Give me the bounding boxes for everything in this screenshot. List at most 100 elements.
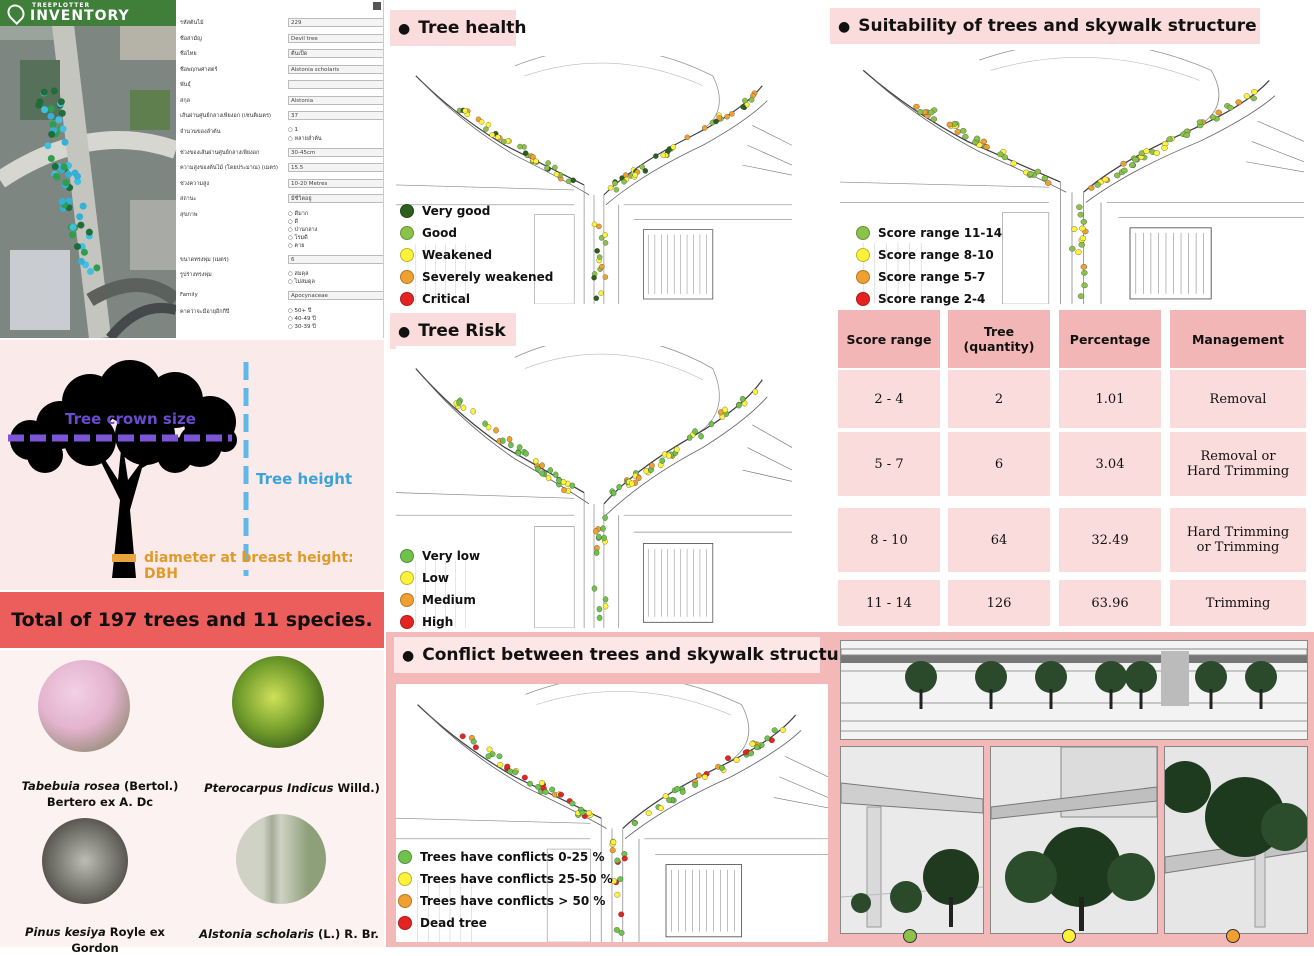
satellite-map[interactable]: TREEPLOTTER INVENTORY	[0, 0, 176, 338]
radio-option[interactable]: ○ หลายลำต้น	[288, 135, 322, 142]
tree-marker[interactable]	[616, 483, 622, 491]
tree-marker[interactable]	[748, 97, 755, 103]
minimize-icon[interactable]	[373, 2, 381, 10]
tree-marker[interactable]	[598, 290, 604, 296]
tree-marker[interactable]	[1079, 235, 1087, 242]
tree-marker[interactable]	[927, 109, 935, 116]
tree-marker[interactable]	[507, 768, 514, 775]
tree-marker[interactable]	[1077, 211, 1084, 218]
tree-marker[interactable]	[609, 847, 616, 854]
tree-marker[interactable]	[1044, 180, 1052, 186]
tree-marker[interactable]	[708, 420, 715, 428]
satellite-tree-marker[interactable]	[73, 243, 81, 251]
tree-marker[interactable]	[621, 855, 628, 862]
tree-marker[interactable]	[1209, 114, 1217, 120]
tree-marker[interactable]	[670, 144, 677, 150]
tree-marker[interactable]	[946, 121, 954, 128]
tree-marker[interactable]	[591, 585, 598, 592]
satellite-tree-marker[interactable]	[86, 267, 94, 275]
tree-marker[interactable]	[1077, 293, 1085, 299]
tree-marker[interactable]	[586, 810, 592, 816]
tree-marker[interactable]	[485, 122, 492, 128]
tree-marker[interactable]	[1078, 241, 1085, 248]
radio-option[interactable]: ○ 50+ ปี	[288, 307, 312, 314]
tree-marker[interactable]	[535, 465, 541, 472]
field-input[interactable]: 30-45cm	[288, 147, 383, 157]
tree-marker[interactable]	[1196, 119, 1204, 126]
satellite-tree-marker[interactable]	[76, 213, 84, 221]
satellite-tree-marker[interactable]	[57, 98, 65, 106]
tree-marker[interactable]	[602, 240, 609, 246]
tree-marker[interactable]	[1041, 175, 1049, 181]
radio-option[interactable]: ○ ไม่สมดุล	[288, 279, 315, 285]
tree-marker[interactable]	[674, 785, 681, 792]
tree-marker[interactable]	[740, 104, 746, 110]
field-input[interactable]: ตีนเป็ด	[288, 49, 383, 58]
tree-marker[interactable]	[702, 125, 708, 131]
tree-marker[interactable]	[1075, 249, 1082, 256]
radio-option[interactable]: ○ ดี	[288, 218, 299, 225]
tree-marker[interactable]	[485, 424, 492, 431]
tree-marker[interactable]	[1080, 219, 1088, 225]
tree-marker[interactable]	[560, 478, 567, 486]
tree-marker[interactable]	[645, 810, 652, 816]
satellite-tree-marker[interactable]	[79, 202, 87, 210]
tree-marker[interactable]	[962, 133, 969, 140]
satellite-tree-marker[interactable]	[47, 105, 55, 113]
tree-marker[interactable]	[552, 164, 558, 171]
tree-marker[interactable]	[636, 474, 642, 482]
field-input[interactable]: Alstonia scholaris	[288, 64, 383, 74]
tree-marker[interactable]	[470, 408, 476, 415]
tree-marker[interactable]	[522, 150, 529, 156]
tree-marker[interactable]	[547, 467, 554, 474]
tree-marker[interactable]	[599, 263, 605, 270]
field-input[interactable]	[288, 80, 383, 89]
tree-marker[interactable]	[1081, 270, 1088, 276]
tree-marker[interactable]	[729, 111, 735, 117]
tree-marker[interactable]	[600, 525, 606, 532]
tree-marker[interactable]	[483, 126, 489, 132]
tree-marker[interactable]	[506, 436, 513, 443]
tree-marker[interactable]	[596, 533, 602, 540]
tree-marker[interactable]	[530, 154, 536, 160]
radio-option[interactable]: ○ ตาย	[288, 242, 305, 249]
tree-marker[interactable]	[557, 791, 564, 798]
tree-marker[interactable]	[538, 780, 545, 786]
tree-marker[interactable]	[768, 737, 775, 744]
tree-marker[interactable]	[596, 614, 603, 621]
satellite-tree-marker[interactable]	[49, 121, 57, 129]
tree-marker[interactable]	[539, 462, 545, 469]
tree-marker[interactable]	[662, 793, 669, 799]
conflict-map[interactable]	[395, 675, 829, 943]
tree-marker[interactable]	[612, 180, 618, 187]
radio-option[interactable]: ○ สมดุล	[288, 271, 309, 277]
tree-marker[interactable]	[742, 749, 749, 756]
tree-marker[interactable]	[504, 763, 511, 770]
tree-marker[interactable]	[742, 97, 748, 104]
tree-marker[interactable]	[598, 235, 605, 241]
tree-marker[interactable]	[718, 765, 725, 771]
tree-marker[interactable]	[607, 184, 614, 191]
tree-marker[interactable]	[462, 108, 468, 114]
tree-marker[interactable]	[1010, 160, 1017, 167]
tree-marker[interactable]	[696, 772, 702, 779]
satellite-tree-marker[interactable]	[36, 98, 44, 106]
tree-marker[interactable]	[470, 738, 477, 745]
tree-marker[interactable]	[1235, 99, 1242, 106]
suitability-map[interactable]	[839, 41, 1305, 305]
tree-marker[interactable]	[657, 805, 664, 811]
satellite-tree-marker[interactable]	[58, 197, 66, 205]
tree-marker[interactable]	[596, 223, 602, 230]
tree-marker[interactable]	[485, 753, 492, 760]
satellite-tree-marker[interactable]	[80, 248, 88, 256]
tree-marker[interactable]	[722, 406, 728, 413]
tree-marker[interactable]	[1071, 226, 1078, 232]
field-input[interactable]: Alstonia	[288, 95, 383, 105]
tree-marker[interactable]	[739, 395, 746, 403]
tree-marker[interactable]	[610, 839, 617, 845]
tree-marker[interactable]	[472, 744, 479, 751]
tree-marker[interactable]	[716, 115, 723, 121]
field-input[interactable]: Apocynaceae	[288, 291, 383, 300]
tree-marker[interactable]	[1088, 185, 1095, 191]
tree-marker[interactable]	[614, 857, 621, 864]
